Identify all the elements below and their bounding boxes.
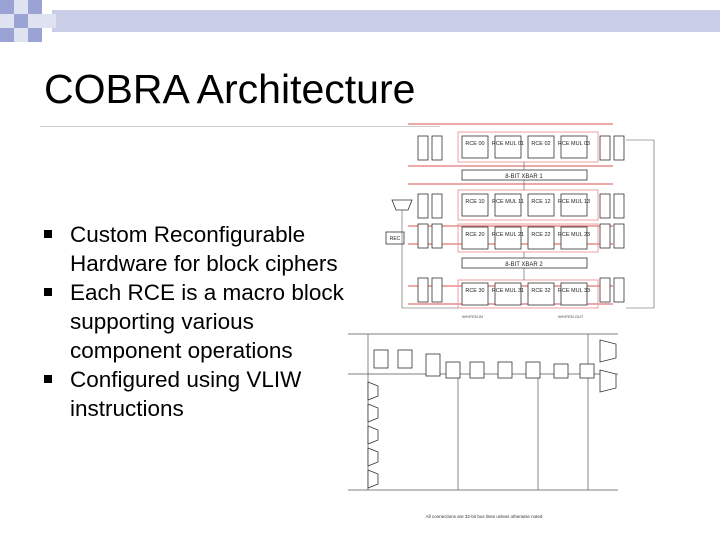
xbar-2-label: 8-BIT XBAR 2 bbox=[505, 262, 543, 268]
rce-labels: RCE 00 RCE MUL 01 RCE 02 RCE MUL 03 RCE … bbox=[465, 141, 590, 294]
rec-label: REC bbox=[390, 236, 401, 242]
rce-label: RCE MUL 01 bbox=[492, 141, 524, 147]
cobra-architecture-diagram: RCE 00 RCE MUL 01 RCE 02 RCE MUL 03 RCE … bbox=[385, 123, 655, 319]
slide-title: COBRA Architecture bbox=[44, 66, 416, 112]
rec-block bbox=[385, 231, 405, 245]
rce-blocks bbox=[461, 135, 588, 306]
whiten-in-label: WHITEN IN bbox=[462, 314, 483, 319]
xbar-1-block bbox=[461, 169, 588, 181]
whiten-labels: WHITEN IN WHITEN OUT bbox=[462, 314, 584, 319]
title-rule bbox=[40, 126, 440, 127]
rce-label: RCE MUL 33 bbox=[558, 288, 590, 294]
bullet-item: Configured using VLIW instructions bbox=[44, 365, 344, 423]
left-mux-stack bbox=[367, 381, 379, 489]
rce-label: RCE MUL 23 bbox=[558, 232, 590, 238]
rce-label: RCE 20 bbox=[465, 232, 484, 238]
checker-squares bbox=[0, 0, 42, 42]
square-bullet-icon bbox=[44, 230, 52, 238]
input-mux-icon bbox=[391, 199, 413, 211]
xbar-2-block bbox=[461, 257, 588, 269]
bullet-list: Custom Reconfigurable Hardware for block… bbox=[44, 220, 344, 423]
rce-label: RCE MUL 21 bbox=[492, 232, 524, 238]
checker-squares-light bbox=[0, 0, 56, 42]
rce-label: RCE 22 bbox=[531, 232, 550, 238]
rce-label: RCE MUL 03 bbox=[558, 141, 590, 147]
arch-wires bbox=[401, 139, 655, 309]
rce-label: RCE MUL 13 bbox=[558, 199, 590, 205]
square-bullet-icon bbox=[44, 375, 52, 383]
output-mux-icon bbox=[599, 339, 617, 393]
whiten-out-label: WHITEN OUT bbox=[558, 314, 584, 319]
bullet-text: Configured using VLIW instructions bbox=[70, 367, 302, 421]
rce-label: RCE MUL 11 bbox=[492, 199, 524, 205]
header-band bbox=[52, 10, 720, 32]
rce-label: RCE 00 bbox=[465, 141, 484, 147]
datapath-legend bbox=[564, 422, 626, 462]
bullet-item: Custom Reconfigurable Hardware for block… bbox=[44, 220, 344, 278]
rce-label: RCE 12 bbox=[531, 199, 550, 205]
left-io-boxes bbox=[417, 135, 443, 303]
xbar-1-label: 8-BIT XBAR 1 bbox=[505, 174, 543, 180]
rce-label: RCE 30 bbox=[465, 288, 484, 294]
rce-label: RCE 10 bbox=[465, 199, 484, 205]
bullet-text: Custom Reconfigurable Hardware for block… bbox=[70, 222, 338, 276]
rce-label: RCE 02 bbox=[531, 141, 550, 147]
bullet-text: Each RCE is a macro block supporting var… bbox=[70, 280, 344, 363]
rce-datapath-diagram: All connections are 32-bit bus lines unl… bbox=[348, 333, 626, 519]
square-bullet-icon bbox=[44, 288, 52, 296]
datapath-footnote: All connections are 32-bit bus lines unl… bbox=[426, 514, 543, 519]
rce-label: RCE MUL 31 bbox=[492, 288, 524, 294]
rce-label: RCE 32 bbox=[531, 288, 550, 294]
rce-row-frames bbox=[457, 131, 599, 309]
datapath-wires bbox=[348, 333, 618, 491]
datapath-blocks bbox=[373, 349, 595, 379]
bullet-item: Each RCE is a macro block supporting var… bbox=[44, 278, 344, 365]
right-io-boxes bbox=[599, 135, 625, 303]
decorative-header-pattern bbox=[0, 0, 720, 42]
